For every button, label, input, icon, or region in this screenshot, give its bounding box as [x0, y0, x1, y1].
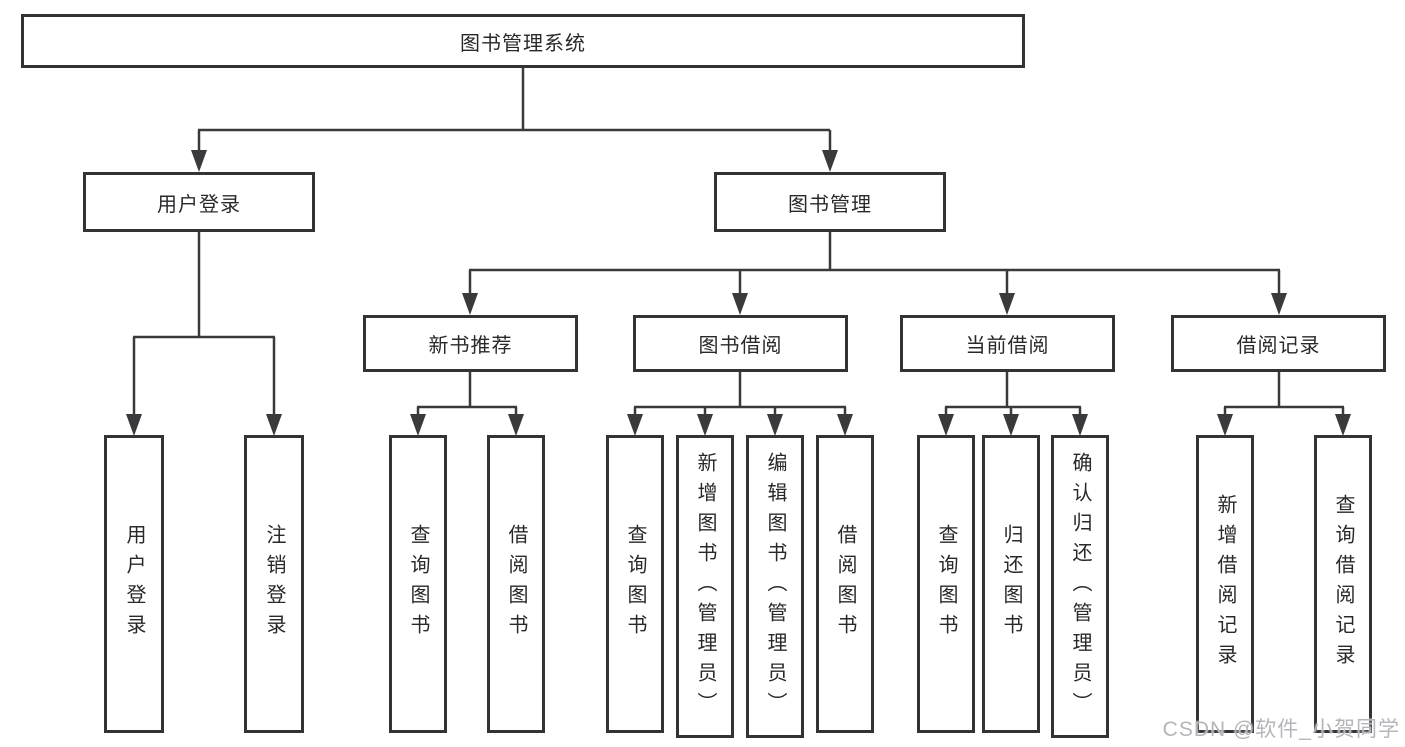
- node-current-borrow: 当前借阅: [900, 315, 1115, 372]
- connector-login-branch: [126, 232, 282, 436]
- leaf-label: 新增借阅记录: [1214, 494, 1236, 674]
- leaf-label: 确认归还（管理员）: [1069, 451, 1091, 722]
- leaf-query-books-current: 查询图书: [917, 435, 975, 733]
- leaf-query-books-borrow: 查询图书: [606, 435, 664, 733]
- leaf-label: 归还图书: [1000, 524, 1022, 644]
- leaf-add-book-admin: 新增图书（管理员）: [676, 435, 734, 738]
- leaf-label: 编辑图书（管理员）: [764, 451, 786, 722]
- leaf-label: 查询图书: [624, 524, 646, 644]
- node-book-management: 图书管理: [714, 172, 946, 232]
- leaf-label: 查询借阅记录: [1332, 494, 1354, 674]
- leaf-borrow-books: 借阅图书: [816, 435, 874, 733]
- csdn-watermark: CSDN @软件_小贺同学: [1162, 718, 1400, 741]
- leaf-label: 借阅图书: [505, 524, 527, 644]
- leaf-label: 查询图书: [407, 524, 429, 644]
- connector-root-to-level2: [191, 68, 838, 172]
- leaf-confirm-return-admin: 确认归还（管理员）: [1051, 435, 1109, 738]
- connector-current-branch: [938, 372, 1088, 436]
- node-root-label: 图书管理系统: [460, 32, 586, 55]
- node-label: 借阅记录: [1236, 335, 1321, 357]
- leaf-query-borrow-record: 查询借阅记录: [1314, 435, 1372, 733]
- connector-management-to-level3: [462, 232, 1287, 315]
- leaf-edit-book-admin: 编辑图书（管理员）: [746, 435, 804, 738]
- connector-newbook-branch: [410, 372, 524, 436]
- node-label: 新书推荐: [428, 335, 513, 357]
- node-label: 图书管理: [788, 193, 872, 216]
- node-user-login: 用户登录: [83, 172, 315, 232]
- leaf-label: 查询图书: [935, 524, 957, 644]
- leaf-query-books-newbook: 查询图书: [389, 435, 447, 733]
- node-new-book-recommend: 新书推荐: [363, 315, 578, 372]
- node-label: 图书借阅: [698, 335, 783, 357]
- leaf-logout: 注销登录: [244, 435, 304, 733]
- leaf-user-login: 用户登录: [104, 435, 164, 733]
- node-book-borrow: 图书借阅: [633, 315, 848, 372]
- leaf-borrow-books-newbook: 借阅图书: [487, 435, 545, 733]
- leaf-label: 注销登录: [263, 524, 285, 644]
- leaf-label: 用户登录: [123, 524, 145, 644]
- connector-borrow-branch: [627, 372, 853, 436]
- leaf-label: 新增图书（管理员）: [694, 451, 716, 722]
- leaf-return-book: 归还图书: [982, 435, 1040, 733]
- node-root-system: 图书管理系统: [21, 14, 1025, 68]
- node-label: 用户登录: [157, 193, 241, 216]
- leaf-label: 借阅图书: [834, 524, 856, 644]
- leaf-add-borrow-record: 新增借阅记录: [1196, 435, 1254, 733]
- node-borrow-records: 借阅记录: [1171, 315, 1386, 372]
- node-label: 当前借阅: [965, 335, 1050, 357]
- connector-records-branch: [1217, 372, 1351, 436]
